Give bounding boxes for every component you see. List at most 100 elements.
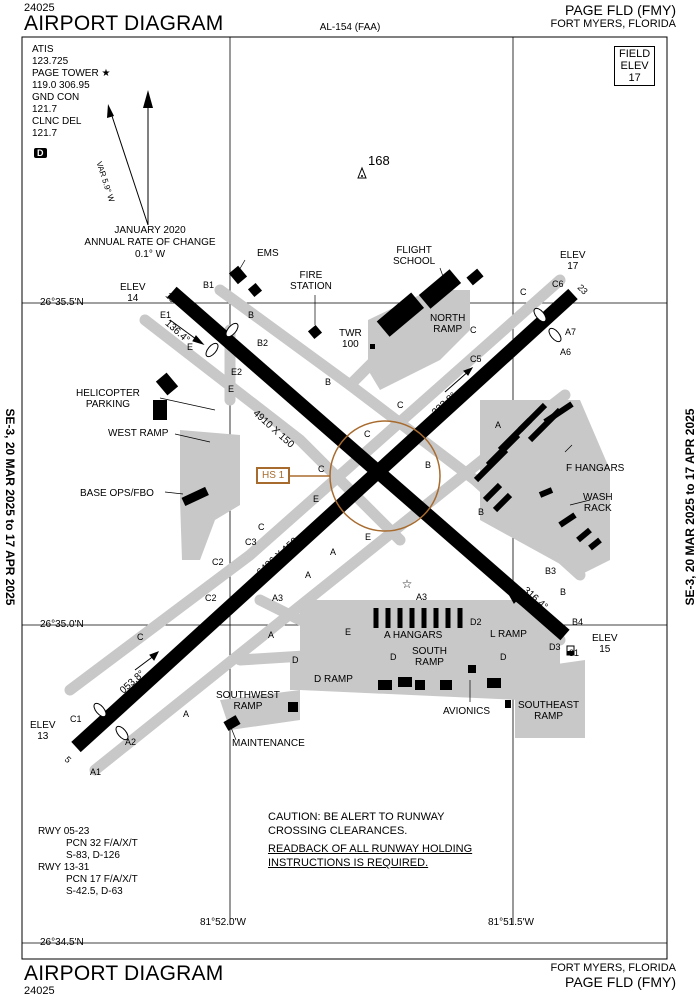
- lat-mid: 26°35.0'N: [40, 619, 84, 630]
- page-title-top: AIRPORT DIAGRAM: [24, 12, 224, 35]
- var-line: JANUARY 2020: [114, 225, 186, 236]
- place-line: NORTH: [430, 313, 466, 324]
- pcn-line: PCN 32 F/A/X/T: [66, 838, 138, 849]
- place-line: SOUTH: [412, 646, 447, 657]
- rwy-end-23: 23: [576, 282, 590, 296]
- fire-station-label: FIRE STATION: [290, 270, 332, 292]
- tw-e: E: [187, 342, 193, 352]
- comm-line: CLNC DEL: [32, 116, 82, 127]
- f-hangar-stripes: [473, 401, 602, 551]
- field-elev-value: 17: [628, 72, 641, 84]
- elev-label: ELEV: [592, 633, 618, 644]
- base-ops-label: BASE OPS/FBO: [80, 488, 154, 499]
- pcn-line: RWY 05-23: [38, 826, 90, 837]
- tw-b1: B1: [203, 280, 214, 290]
- caution-note: CAUTION: BE ALERT TO RUNWAY CROSSING CLE…: [268, 810, 472, 870]
- place-line: STATION: [290, 281, 332, 292]
- elev-label: ELEV: [120, 282, 146, 293]
- tw-d: D: [500, 652, 507, 662]
- tw-a2: A2: [125, 737, 136, 747]
- city-bottom: FORT MYERS, FLORIDA: [550, 962, 676, 974]
- d-badge: D: [34, 148, 47, 158]
- chart-id: AL-154 (FAA): [319, 22, 381, 33]
- elev-5: ELEV 13: [30, 720, 56, 742]
- elev-13: ELEV 14: [120, 282, 146, 304]
- runway-13-31: [167, 286, 570, 641]
- tw-e2: E2: [231, 367, 242, 377]
- tw-c: C: [318, 464, 325, 474]
- tw-a1: A1: [90, 767, 101, 777]
- ems-label: EMS: [257, 248, 279, 259]
- tw-c: C: [258, 522, 265, 532]
- maintenance-label: MAINTENANCE: [232, 738, 305, 749]
- airport-name-top: PAGE FLD (FMY): [565, 2, 676, 18]
- caution-line: CAUTION: BE ALERT TO RUNWAY: [268, 811, 445, 823]
- tw-b: B: [248, 310, 254, 320]
- tw-a: A: [305, 570, 311, 580]
- elev-value: 14: [127, 293, 139, 304]
- tw-c: C: [397, 400, 404, 410]
- tw-e: E: [228, 384, 234, 394]
- airport-name-bottom: PAGE FLD (FMY): [565, 974, 676, 990]
- a-hangar-stripes: [373, 608, 463, 628]
- tw-c5: C5: [470, 354, 482, 364]
- tw-c: C: [364, 429, 371, 439]
- place-line: SCHOOL: [393, 256, 436, 267]
- place-line: FLIGHT: [396, 245, 432, 256]
- elev-value: 13: [37, 731, 49, 742]
- field-elev-line: FIELD: [619, 48, 651, 60]
- tw-a: A: [330, 547, 336, 557]
- comm-line: GND CON: [32, 92, 80, 103]
- southeast-ramp-label: SOUTHEAST RAMP: [518, 700, 579, 722]
- beacon-icon: ☆: [402, 577, 413, 591]
- place-line: RAMP: [534, 711, 564, 722]
- wash-rack-label: WASH RACK: [583, 492, 613, 514]
- tw-a6: A6: [560, 347, 571, 357]
- southeast-ramp-area: [515, 660, 585, 738]
- field-elev-box: FIELD ELEV 17: [614, 46, 656, 86]
- place-line: HELICOPTER: [76, 388, 140, 399]
- west-ramp-area: [180, 430, 240, 560]
- place-line: TWR: [339, 328, 362, 339]
- l-ramp-label: L RAMP: [490, 629, 527, 640]
- place-line: SOUTHWEST: [216, 690, 280, 701]
- place-line: RAMP: [415, 657, 444, 668]
- d-ramp-area: [290, 660, 370, 690]
- comm-line: 123.725: [32, 56, 69, 67]
- tw-e1: E1: [160, 310, 171, 320]
- tw-d: D: [390, 652, 397, 662]
- tw-c2: C2: [205, 593, 217, 603]
- field-elev-line: ELEV: [620, 60, 649, 72]
- tw-b: B: [325, 377, 331, 387]
- var-line: 0.1° W: [134, 249, 166, 260]
- elev-label: ELEV: [560, 250, 586, 261]
- buildings: [153, 265, 511, 731]
- tw-e: E: [313, 494, 319, 504]
- comm-line: 121.7: [32, 128, 58, 139]
- tw-e: E: [365, 532, 371, 542]
- obstacle-elev: 168: [368, 153, 390, 168]
- tw-b3: B3: [545, 566, 556, 576]
- tw-a: A: [495, 420, 501, 430]
- f-hangars-label: F HANGARS: [566, 463, 625, 474]
- chart-code-bottom: 24025: [24, 985, 55, 997]
- place-line: RACK: [583, 503, 612, 514]
- markers: [93, 307, 562, 741]
- heading-arrows: [134, 319, 541, 671]
- tw-a3: A3: [416, 592, 427, 602]
- city-top: FORT MYERS, FLORIDA: [550, 18, 676, 30]
- tower-label: TWR 100: [339, 328, 362, 350]
- place-line: SOUTHEAST: [518, 700, 580, 711]
- place-line: 100: [342, 339, 359, 350]
- tw-a3: A3: [272, 593, 283, 603]
- caution-line-underlined: INSTRUCTIONS IS REQUIRED.: [268, 857, 429, 869]
- lon-right: 81°51.5'W: [488, 917, 534, 928]
- map-frame: [21, 36, 668, 960]
- tw-a: A: [183, 709, 189, 719]
- comms-panel: ATIS 123.725 PAGE TOWER ★ 119.0 306.95 G…: [32, 44, 110, 140]
- fuel-icon: [566, 645, 575, 656]
- tw-c: C: [470, 325, 477, 335]
- southwest-ramp-area: [220, 690, 300, 730]
- tw-c1: C1: [70, 714, 82, 724]
- caution-line-underlined: READBACK OF ALL RUNWAY HOLDING: [268, 843, 473, 855]
